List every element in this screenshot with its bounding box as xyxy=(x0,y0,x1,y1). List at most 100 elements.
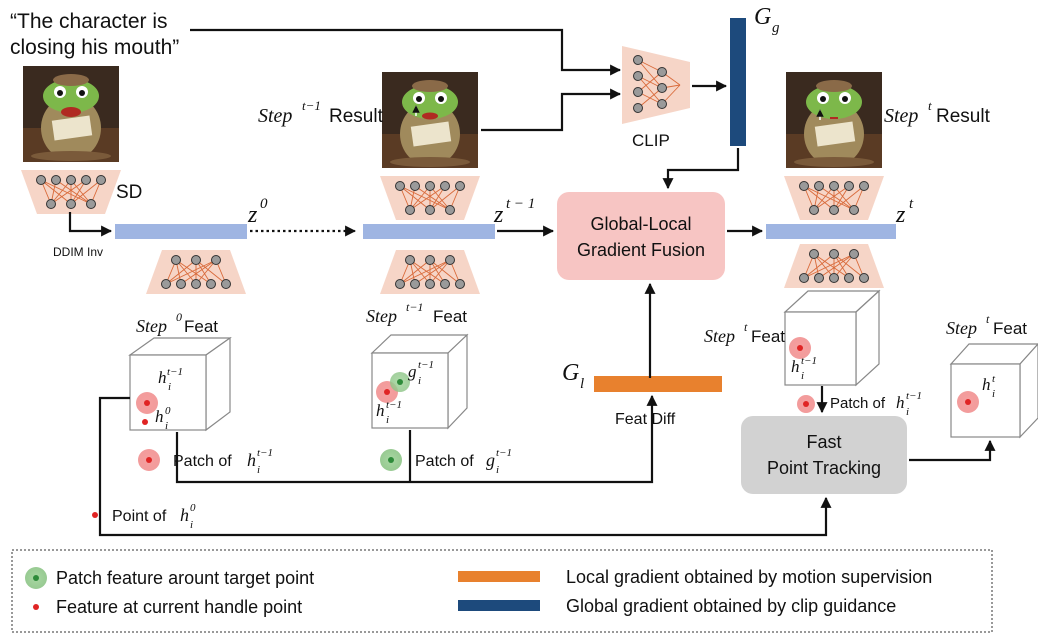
sd-label: SD xyxy=(116,182,142,203)
svg-text:l: l xyxy=(580,376,584,392)
local-gradient-bar xyxy=(594,376,722,392)
global-gradient-label: G g xyxy=(754,4,780,36)
latent-zt-label: z t xyxy=(895,196,914,228)
connectors xyxy=(68,28,996,537)
step-t-1-feature-cube xyxy=(370,333,469,430)
global-local-gradient-fusion-box xyxy=(557,192,725,280)
patch-of-g-t-1-annotation: Patch of g i t−1 xyxy=(380,447,512,476)
svg-text:t−1: t−1 xyxy=(257,447,273,459)
svg-text:h: h xyxy=(180,505,189,525)
unet-encoder-icon-t xyxy=(783,175,885,221)
svg-text:h: h xyxy=(896,393,905,412)
svg-text:i: i xyxy=(257,464,260,476)
svg-text:0: 0 xyxy=(176,310,182,324)
svg-text:Global gradient obtained by cl: Global gradient obtained by clip guidanc… xyxy=(566,596,896,616)
step-t-result-image xyxy=(786,72,882,168)
svg-text:Step: Step xyxy=(704,326,735,346)
legend-local-gradient: Local gradient obtained by motion superv… xyxy=(458,567,932,587)
svg-text:i: i xyxy=(496,464,499,476)
legend-current-handle: Feature at current handle point xyxy=(33,597,302,617)
svg-text:z: z xyxy=(895,202,906,228)
svg-text:i: i xyxy=(190,519,193,531)
svg-text:Step: Step xyxy=(946,318,977,338)
latent-zt-bar xyxy=(766,224,896,239)
fusion-label-line1: Global-Local xyxy=(590,214,691,234)
step-t-1-result-label: Step t−1 Result xyxy=(258,98,384,127)
svg-text:i: i xyxy=(801,370,804,382)
svg-text:Patch of: Patch of xyxy=(173,453,232,470)
global-gradient-bar xyxy=(730,18,746,146)
svg-text:t−1: t−1 xyxy=(406,300,423,314)
svg-text:t: t xyxy=(909,196,914,212)
svg-text:t: t xyxy=(928,98,932,113)
feature-extractor-icon-t xyxy=(783,243,885,289)
tracking-label-line1: Fast xyxy=(806,432,841,452)
svg-text:h: h xyxy=(791,357,800,376)
local-gradient-label: G l xyxy=(562,360,584,392)
step-t-1-feat-label: Step t−1 Feat xyxy=(366,300,467,326)
cube-t-a-points: h i t−1 xyxy=(789,337,817,382)
svg-text:t−1: t−1 xyxy=(496,447,512,459)
patch-of-h-t-1-tracking-annotation: Patch of h i t−1 xyxy=(797,390,922,418)
feature-extractor-icon-0 xyxy=(145,249,247,295)
svg-text:G: G xyxy=(562,360,579,386)
svg-text:t−1: t−1 xyxy=(906,390,922,402)
svg-text:t: t xyxy=(992,373,996,385)
svg-text:Patch feature arount target po: Patch feature arount target point xyxy=(56,568,314,588)
svg-text:t−1: t−1 xyxy=(801,355,817,367)
legend-global-gradient: Global gradient obtained by clip guidanc… xyxy=(458,596,896,616)
source-image xyxy=(23,66,119,162)
latent-z0-bar xyxy=(115,224,247,239)
svg-text:t: t xyxy=(986,312,990,326)
svg-text:h: h xyxy=(158,368,167,387)
svg-text:0: 0 xyxy=(260,196,268,212)
svg-text:t − 1: t − 1 xyxy=(506,196,535,212)
svg-text:h: h xyxy=(247,450,256,470)
svg-text:0: 0 xyxy=(190,502,196,514)
svg-text:G: G xyxy=(754,4,771,30)
prompt-text-line2: closing his mouth” xyxy=(10,36,179,59)
feature-extractor-icon-t-1 xyxy=(379,249,481,295)
svg-text:t−1: t−1 xyxy=(302,98,321,113)
svg-text:Step: Step xyxy=(258,105,292,127)
svg-text:Patch of: Patch of xyxy=(415,453,474,470)
step-t-1-result-image xyxy=(382,72,478,168)
svg-text:h: h xyxy=(155,407,164,426)
cube-t-b-points: h i t xyxy=(957,373,996,413)
sd-encoder-icon xyxy=(20,169,122,215)
clip-label: CLIP xyxy=(632,131,670,150)
fast-point-tracking-box xyxy=(741,416,907,494)
latent-z0-label: z 0 xyxy=(247,196,268,228)
svg-text:z: z xyxy=(493,202,504,228)
svg-text:Feat: Feat xyxy=(993,319,1027,338)
step-t-feature-cube-b xyxy=(949,343,1038,439)
step-0-feature-cube xyxy=(128,336,232,432)
svg-text:Step: Step xyxy=(136,316,167,336)
step-t-result-label: Step t Result xyxy=(884,98,991,127)
svg-text:Step: Step xyxy=(884,105,918,127)
svg-text:t−1: t−1 xyxy=(418,359,434,371)
svg-text:t: t xyxy=(744,320,748,334)
svg-text:g: g xyxy=(772,20,780,36)
svg-text:i: i xyxy=(386,414,389,426)
svg-text:g: g xyxy=(486,450,495,470)
svg-text:g: g xyxy=(408,362,417,381)
svg-text:Local gradient obtained by mot: Local gradient obtained by motion superv… xyxy=(566,567,932,587)
ddim-inv-label: DDIM Inv xyxy=(53,245,103,259)
step-t-feat-label-a: Step t Feat xyxy=(704,320,785,346)
step-0-feat-label: Step 0 Feat xyxy=(136,310,218,336)
svg-text:Feat: Feat xyxy=(184,317,218,336)
svg-text:Result: Result xyxy=(936,106,991,127)
cube-t-1-points xyxy=(376,372,410,403)
patch-of-h-t-1-annotation: Patch of h i t−1 xyxy=(138,447,273,476)
svg-text:Point of: Point of xyxy=(112,508,167,525)
svg-text:i: i xyxy=(906,406,909,418)
cube-0-h-labels: h i t−1 h i 0 xyxy=(155,366,183,432)
unet-encoder-icon-t-1 xyxy=(379,175,481,221)
prompt-text-line1: “The character is xyxy=(10,10,168,33)
svg-text:Feat: Feat xyxy=(433,307,467,326)
fusion-label-line2: Gradient Fusion xyxy=(577,240,705,260)
feat-diff-label: Feat Diff xyxy=(615,411,676,428)
svg-text:z: z xyxy=(247,202,258,228)
